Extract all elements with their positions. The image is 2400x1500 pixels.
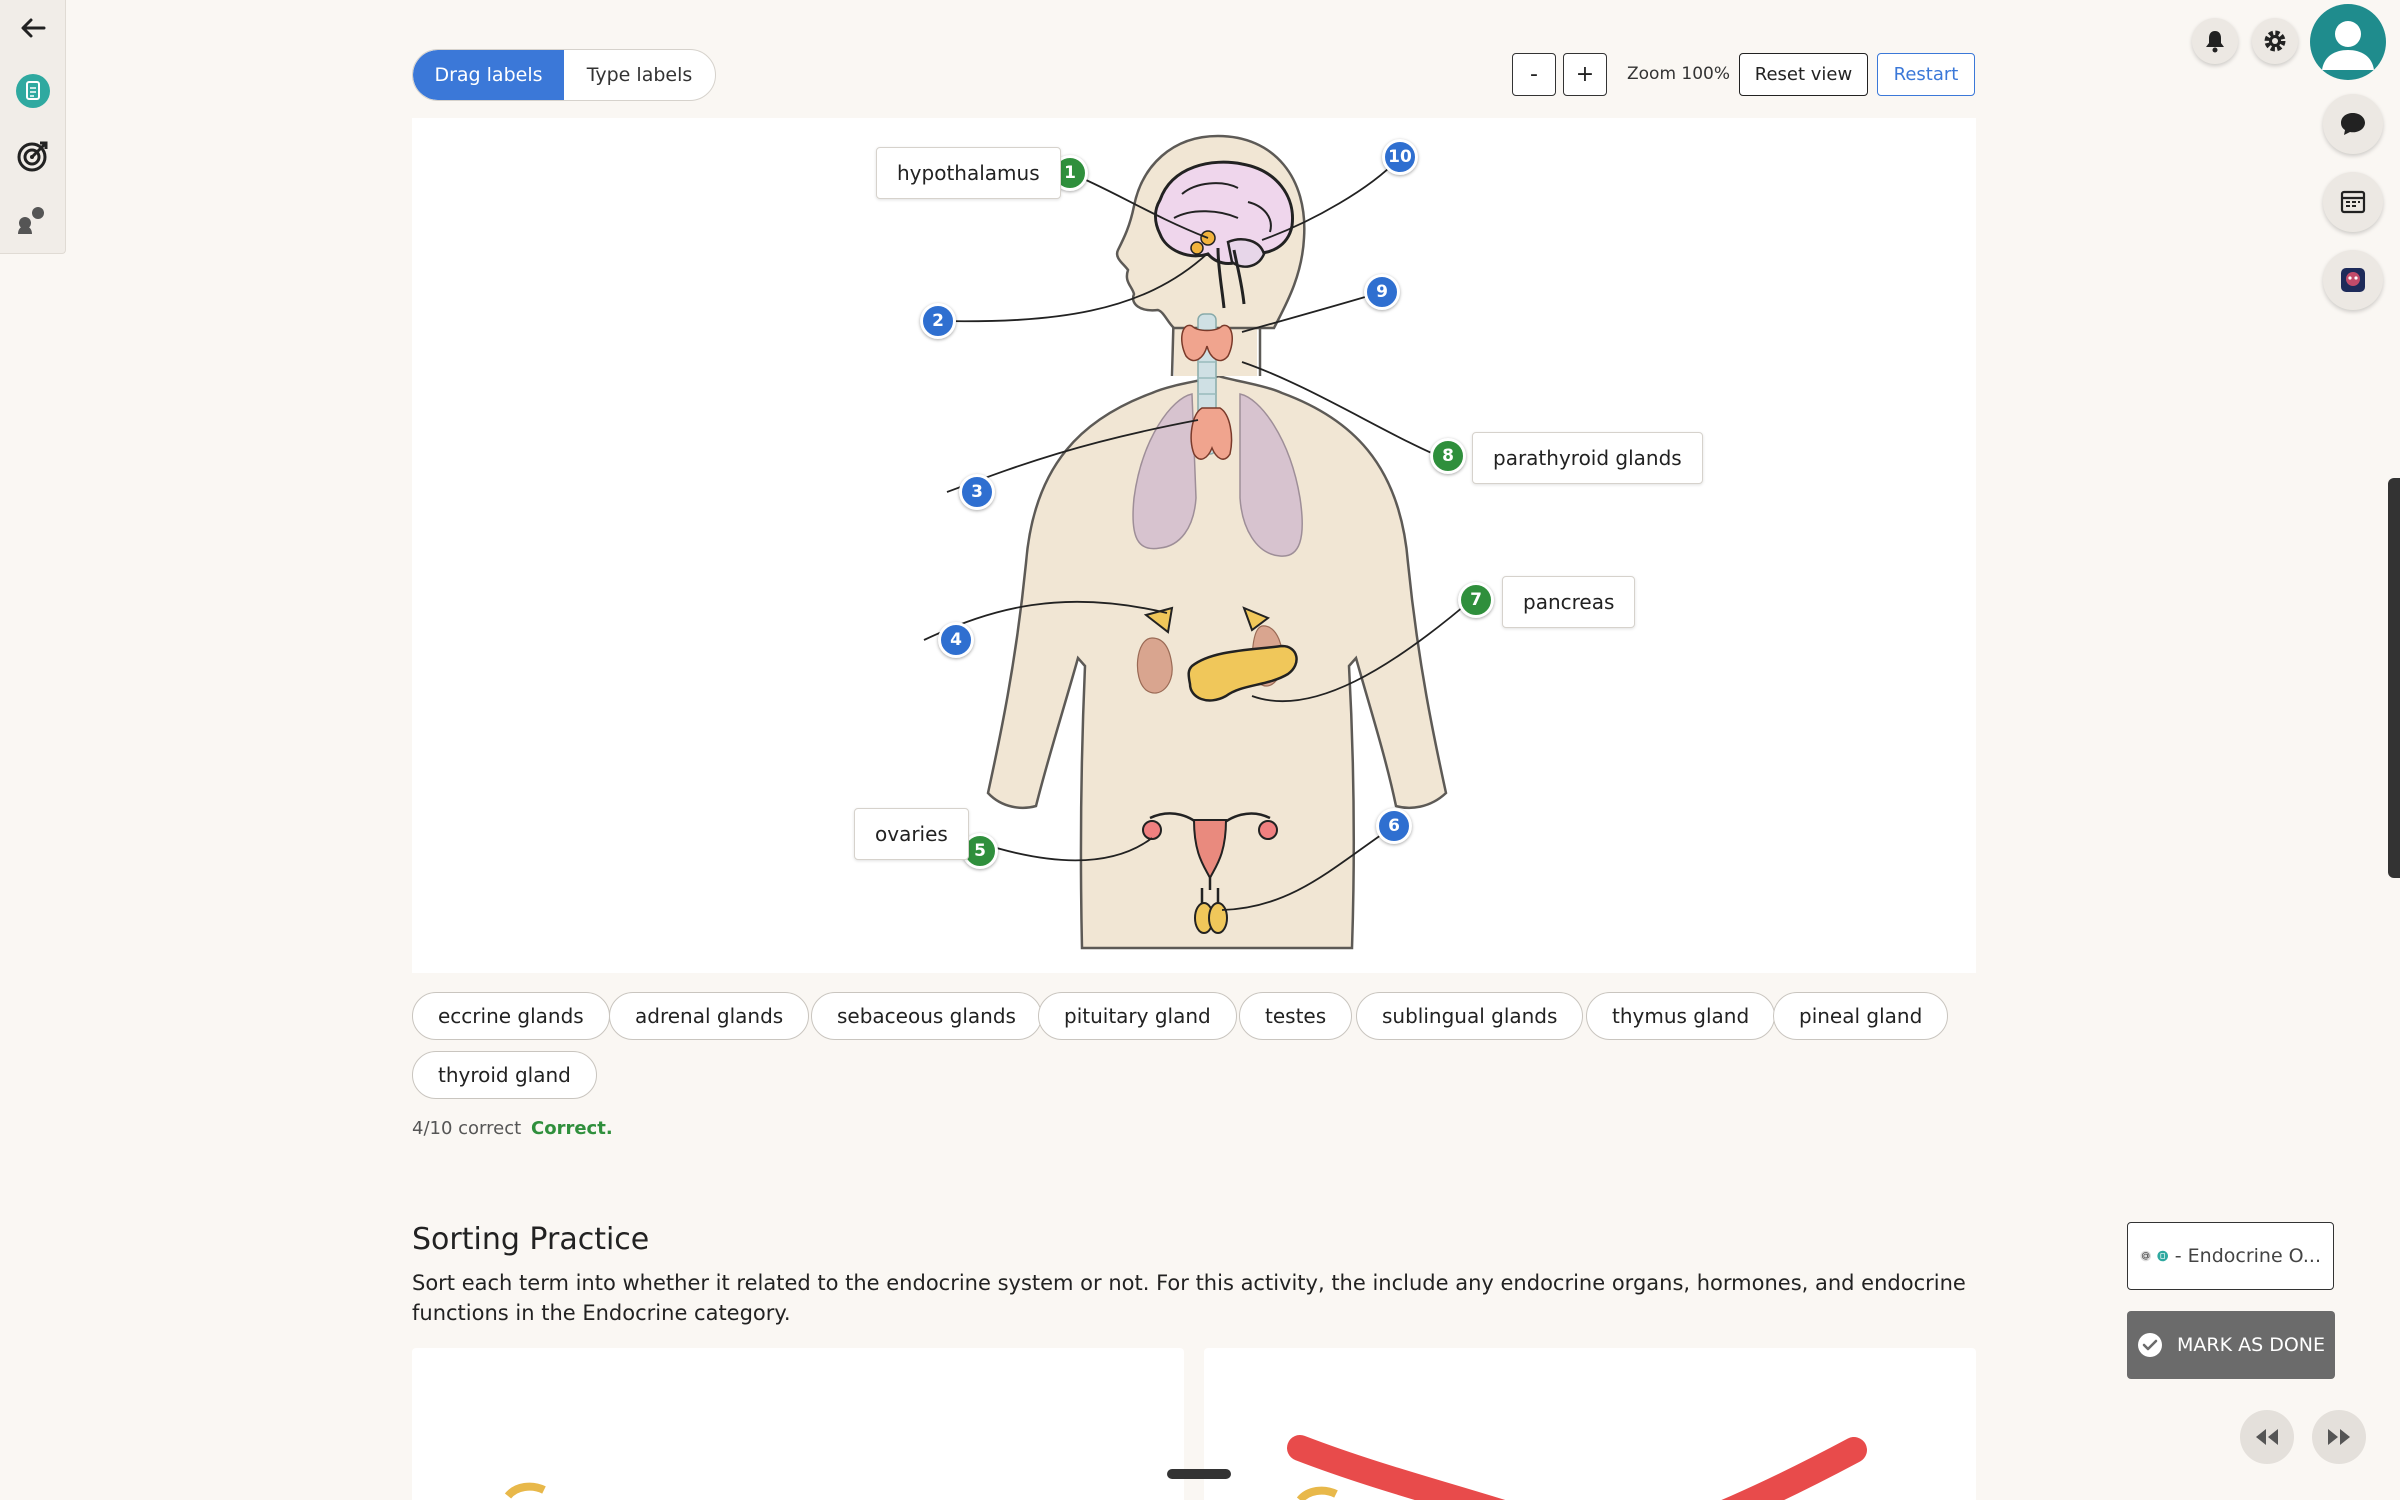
label-chip[interactable]: pineal gland [1773, 992, 1949, 1040]
placed-label-pancreas[interactable]: pancreas [1502, 576, 1636, 628]
left-rail [0, 0, 66, 254]
discussion-icon[interactable] [13, 199, 53, 239]
calendar-button[interactable] [2323, 172, 2383, 232]
label-chip[interactable]: thyroid gland [412, 1051, 597, 1099]
card-image [504, 1482, 546, 1499]
rewind-icon [2256, 1429, 2278, 1445]
target-icon[interactable] [13, 136, 53, 176]
robot-icon [2341, 268, 2365, 292]
placed-label-hypothalamus[interactable]: hypothalamus [876, 147, 1061, 199]
pin-9[interactable]: 9 [1364, 274, 1400, 310]
label-chip[interactable]: eccrine glands [412, 992, 610, 1040]
mark-as-done-label: MARK AS DONE [2177, 1334, 2325, 1356]
pin-2[interactable]: 2 [920, 303, 956, 339]
zoom-in-button[interactable]: + [1563, 53, 1607, 96]
chat-button[interactable] [2323, 94, 2383, 154]
pin-7[interactable]: 7 [1458, 582, 1494, 618]
feedback-text: Correct. [531, 1118, 613, 1139]
label-chip[interactable]: adrenal glands [609, 992, 810, 1040]
section-title: Sorting Practice [412, 1222, 650, 1257]
label-chip[interactable]: pituitary gland [1038, 992, 1237, 1040]
pin-4[interactable]: 4 [938, 622, 974, 658]
pin-10[interactable]: 10 [1382, 139, 1418, 175]
pin-8[interactable]: 8 [1430, 438, 1466, 474]
drag-labels-button[interactable]: Drag labels [413, 50, 564, 100]
settings-button[interactable] [2252, 18, 2298, 64]
placed-label-ovaries[interactable]: ovaries [854, 808, 969, 860]
fast-forward-icon [2328, 1429, 2350, 1445]
body-illustration [923, 134, 1477, 950]
gear-icon [2264, 30, 2286, 52]
zoom-level: Zoom 100% [1627, 64, 1731, 84]
assistant-button[interactable] [2323, 250, 2383, 310]
resize-handle[interactable] [1167, 1469, 1231, 1479]
document-reference-label: - Endocrine O... [2174, 1245, 2321, 1267]
next-button[interactable] [2312, 1410, 2366, 1464]
restart-button[interactable]: Restart [1877, 53, 1975, 96]
mark-as-done-button[interactable]: MARK AS DONE [2127, 1311, 2335, 1379]
label-chip[interactable]: sebaceous glands [811, 992, 1042, 1040]
label-chip[interactable]: testes [1239, 992, 1353, 1040]
pin-3[interactable]: 3 [959, 474, 995, 510]
card-image [1287, 1435, 1867, 1500]
sort-card-left[interactable] [412, 1348, 1184, 1500]
label-chip[interactable]: sublingual glands [1356, 992, 1584, 1040]
section-description: Sort each term into whether it related t… [412, 1271, 1966, 1325]
pin-6[interactable]: 6 [1376, 808, 1412, 844]
user-avatar[interactable] [2310, 4, 2386, 80]
label-chip[interactable]: thymus gland [1586, 992, 1776, 1040]
bell-icon [2206, 31, 2224, 53]
label-mode-toggle: Drag labels Type labels [412, 49, 716, 101]
calendar-icon [2340, 190, 2366, 214]
at-icon [2140, 1250, 2151, 1262]
type-labels-button[interactable]: Type labels [586, 64, 693, 86]
endocrine-diagram: 1 2 3 4 5 6 7 8 9 10 hypothalamus ovarie… [412, 118, 1976, 973]
sort-card-right[interactable] [1204, 1348, 1976, 1500]
document-icon [2157, 1250, 2169, 1262]
placed-label-parathyroid[interactable]: parathyroid glands [1472, 432, 1703, 484]
check-circle-icon [2138, 1333, 2162, 1357]
back-arrow-icon[interactable] [13, 8, 53, 48]
notifications-button[interactable] [2192, 18, 2238, 64]
previous-button[interactable] [2240, 1410, 2294, 1464]
chat-bubble-icon [2341, 113, 2365, 135]
document-icon[interactable] [13, 71, 53, 111]
zoom-out-button[interactable]: - [1512, 53, 1556, 96]
page-scrollbar[interactable] [2388, 478, 2400, 878]
document-reference[interactable]: - Endocrine O... [2127, 1222, 2334, 1290]
reset-view-button[interactable]: Reset view [1739, 53, 1868, 96]
score-text: 4/10 correct [412, 1118, 522, 1139]
user-icon [2322, 21, 2374, 70]
